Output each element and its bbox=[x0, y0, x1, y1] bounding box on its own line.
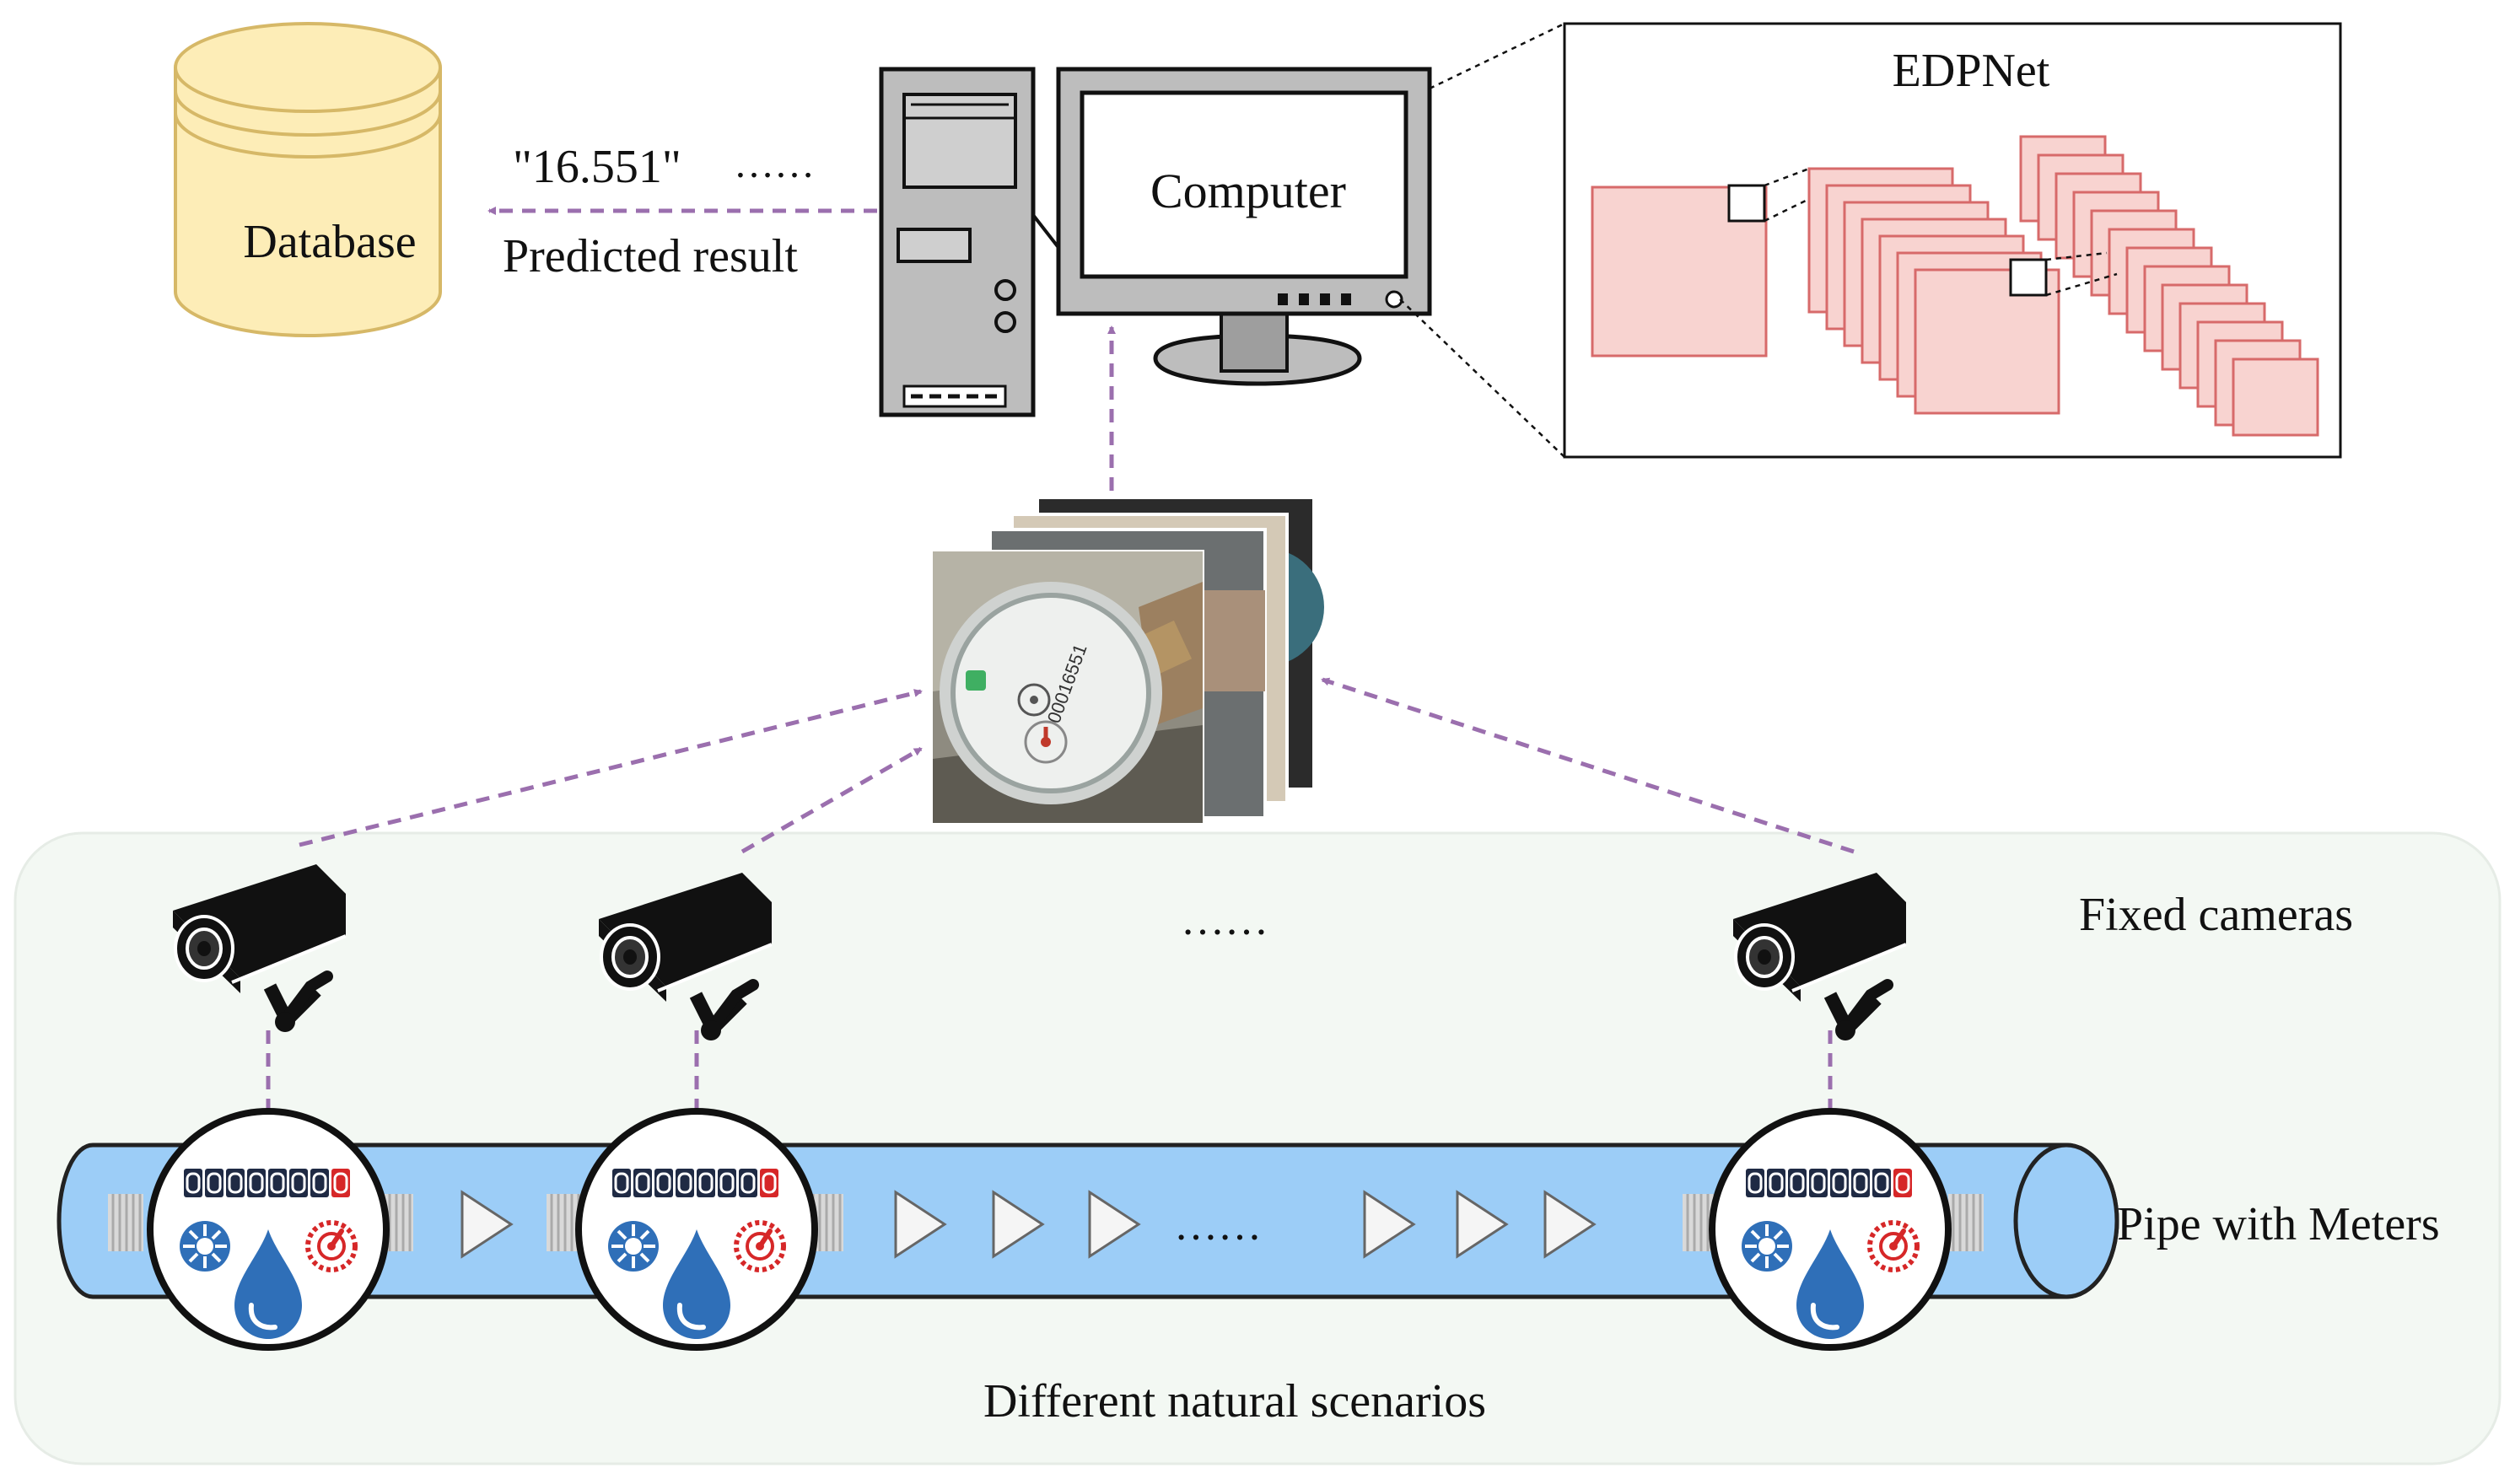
scenarios-label: Different natural scenarios bbox=[983, 1375, 1486, 1428]
water-meter-icon bbox=[579, 1111, 815, 1347]
predicted-result-label: Predicted result bbox=[503, 230, 798, 282]
pipe bbox=[57, 1143, 2119, 1299]
computer-label: Computer bbox=[1150, 164, 1346, 218]
reading-ellipsis: …… bbox=[734, 142, 815, 186]
edpnet-title: EDPNet bbox=[1893, 45, 2050, 97]
database-label: Database bbox=[243, 216, 416, 268]
monitor-icon bbox=[1056, 67, 1432, 386]
arrow-camera1-to-photos bbox=[299, 689, 923, 847]
fixed-cameras-label: Fixed cameras bbox=[2079, 889, 2353, 941]
pipe-with-meters-label: Pipe with Meters bbox=[2117, 1198, 2440, 1250]
computer-tower-icon bbox=[879, 67, 1036, 417]
arrow-camera3-to-photos bbox=[1321, 677, 1855, 854]
database-icon bbox=[174, 22, 442, 337]
camera-ellipsis: …… bbox=[1181, 896, 1268, 944]
arrow-camera2-to-photos bbox=[740, 746, 923, 854]
predicted-value-label: "16.551" bbox=[513, 141, 681, 193]
pipe-ellipsis: …… bbox=[1174, 1202, 1262, 1250]
meter-photo-stack: 00016551 bbox=[931, 499, 1324, 825]
water-meter-icon bbox=[1712, 1111, 1948, 1347]
water-meter-icon bbox=[150, 1111, 386, 1347]
